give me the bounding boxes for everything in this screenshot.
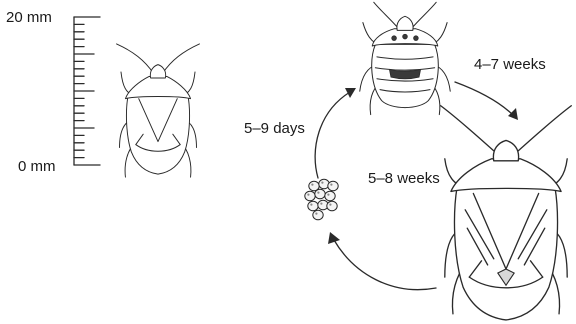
egg <box>328 181 338 191</box>
egg-highlight <box>330 184 332 186</box>
egg-highlight <box>307 194 309 196</box>
egg <box>325 191 335 201</box>
egg <box>313 210 323 220</box>
label-adult-to-eggs: 5–8 weeks <box>368 170 440 187</box>
egg-highlight <box>329 204 331 206</box>
egg-highlight <box>327 194 329 196</box>
egg <box>305 191 315 201</box>
reference-adult-bug-icon <box>117 44 200 177</box>
arrow-eggs-to-nymph <box>315 88 356 178</box>
egg-cluster-icon <box>305 179 338 220</box>
egg <box>315 189 325 199</box>
egg-highlight <box>310 204 312 206</box>
egg <box>308 201 318 211</box>
egg-highlight <box>315 213 317 215</box>
nymph-bug-icon <box>360 2 450 114</box>
arrow-nymph-to-adult <box>455 82 518 120</box>
label-eggs-to-nymph: 5–9 days <box>244 120 305 137</box>
label-nymph-to-adult: 4–7 weeks <box>474 56 546 73</box>
egg-highlight <box>321 182 323 184</box>
egg-highlight <box>320 203 322 205</box>
scale-bar: 20 mm 0 mm <box>6 9 100 175</box>
egg <box>327 201 337 211</box>
arrow-adult-to-eggs <box>328 232 436 290</box>
adult-bug-icon <box>441 106 572 320</box>
scale-bottom-label: 0 mm <box>18 158 56 175</box>
scale-top-label: 20 mm <box>6 9 52 26</box>
egg-highlight <box>311 184 313 186</box>
egg-highlight <box>317 192 319 194</box>
scale-ticks <box>74 24 94 157</box>
